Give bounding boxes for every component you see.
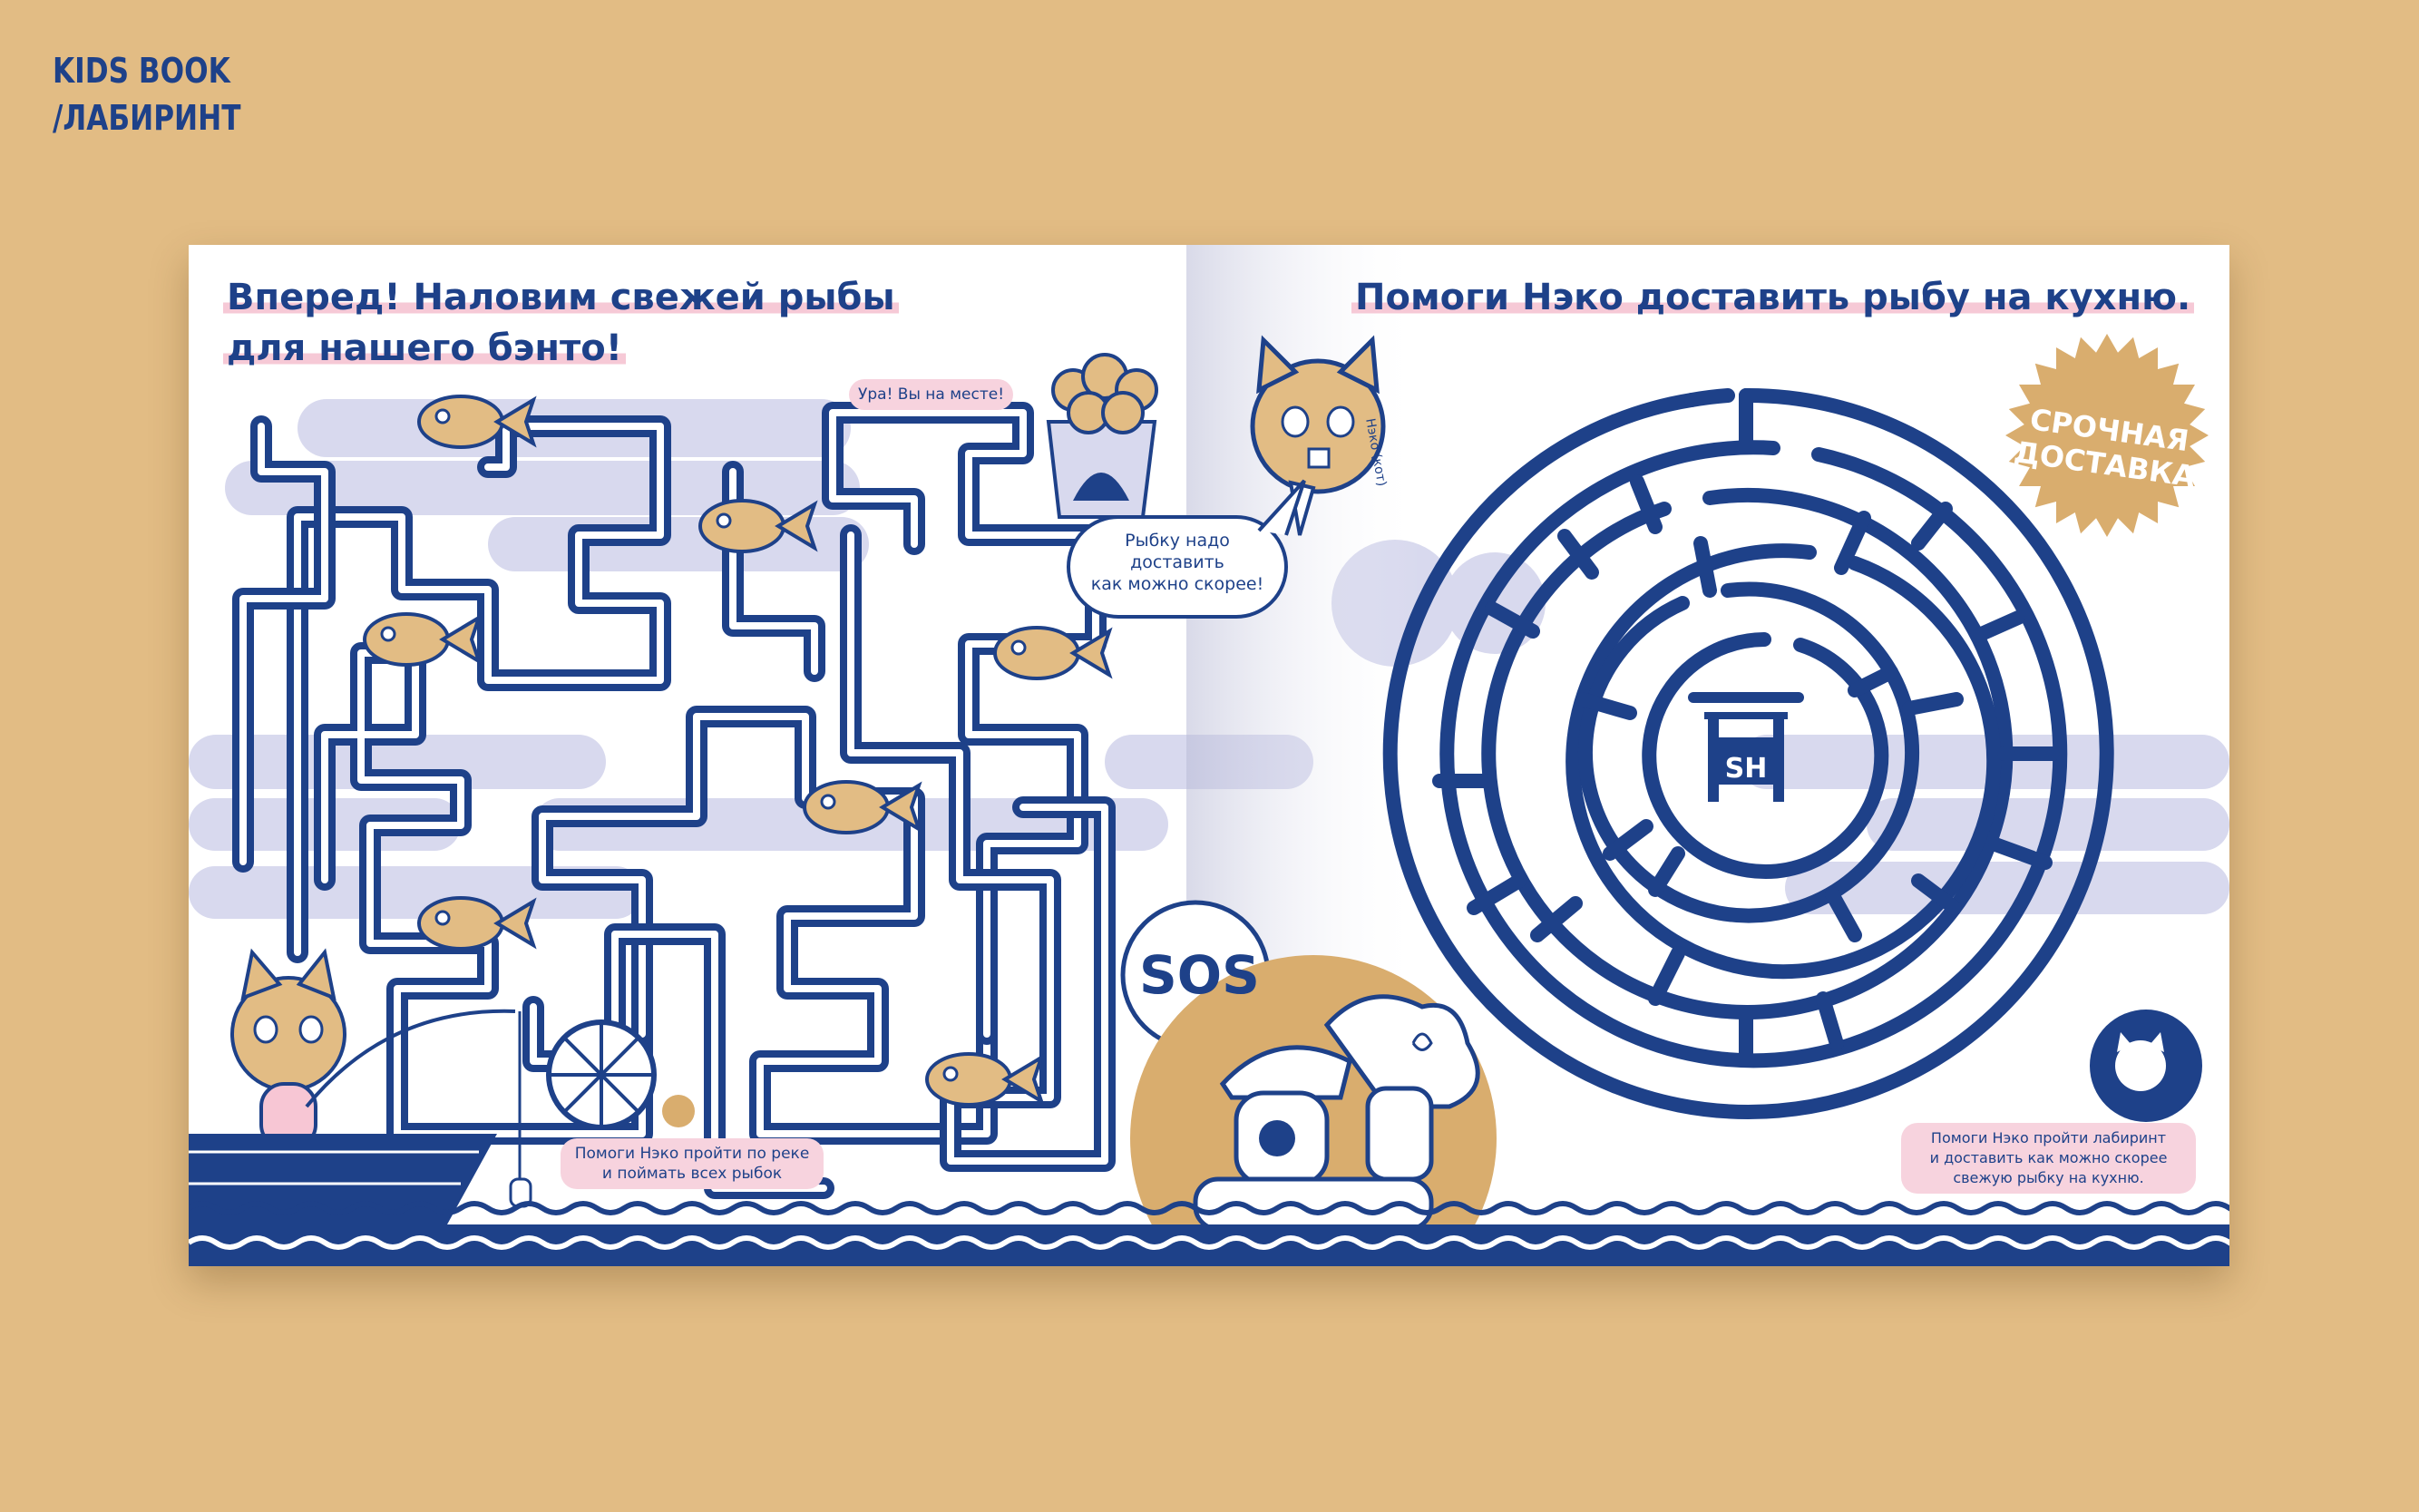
right-hint-line-3: свежую рыбку на кухню. (1953, 1169, 2144, 1186)
torii-icon (1688, 692, 1804, 802)
sos-text: SOS (1139, 944, 1260, 1006)
left-hint-line-2: и поймать всех рыбок (601, 1165, 783, 1183)
speech-bubble-text: Рыбку надо доставить как можно скорее! (1073, 530, 1282, 595)
header-title: KIDS BOOK /ЛАБИРИНТ (53, 47, 282, 141)
brand-logo-icon (2090, 1010, 2202, 1122)
header-line-1: KIDS BOOK (53, 51, 230, 91)
starburst-badge (2005, 334, 2209, 537)
circular-maze (1382, 387, 2114, 1119)
center-logo-text: SH (1724, 753, 1768, 785)
right-hint: Помоги Нэко пройти лабиринт и доставить … (1901, 1123, 2196, 1194)
speech-line-3: как можно скорее! (1090, 574, 1264, 594)
left-hint-line-1: Помоги Нэко пройти по реке (574, 1145, 810, 1163)
neko-head (1250, 335, 1386, 536)
right-hint-line-1: Помоги Нэко пройти лабиринт (1930, 1129, 2167, 1146)
book-spread: Вперед! Наловим свежей рыбы для нашего б… (189, 245, 2229, 1266)
waves (189, 1201, 2229, 1266)
right-title-text: Помоги Нэко доставить рыбу на кухню. (1351, 277, 2195, 318)
fish-bucket (1046, 353, 1158, 519)
left-title-line-2: для нашего бэнто! (223, 327, 626, 369)
spread-artwork (189, 245, 2229, 1266)
header-line-2: /ЛАБИРИНТ (53, 98, 241, 138)
right-hint-line-2: и доставить как можно скорее (1929, 1149, 2168, 1166)
left-hint: Помоги Нэко пройти по реке и поймать все… (561, 1138, 824, 1189)
left-title: Вперед! Наловим свежей рыбы для нашего б… (223, 272, 899, 374)
fish-group (363, 395, 1113, 1107)
speech-bubble (1067, 479, 1306, 619)
speech-line-1: Рыбку надо (1125, 531, 1230, 551)
umbrella-icon (546, 1019, 695, 1130)
arrived-label: Ура! Вы на месте! (849, 379, 1014, 410)
left-title-line-1: Вперед! Наловим свежей рыбы (223, 277, 899, 318)
speech-line-2: доставить (1130, 552, 1224, 572)
right-title: Помоги Нэко доставить рыбу на кухню. (1351, 272, 2195, 323)
